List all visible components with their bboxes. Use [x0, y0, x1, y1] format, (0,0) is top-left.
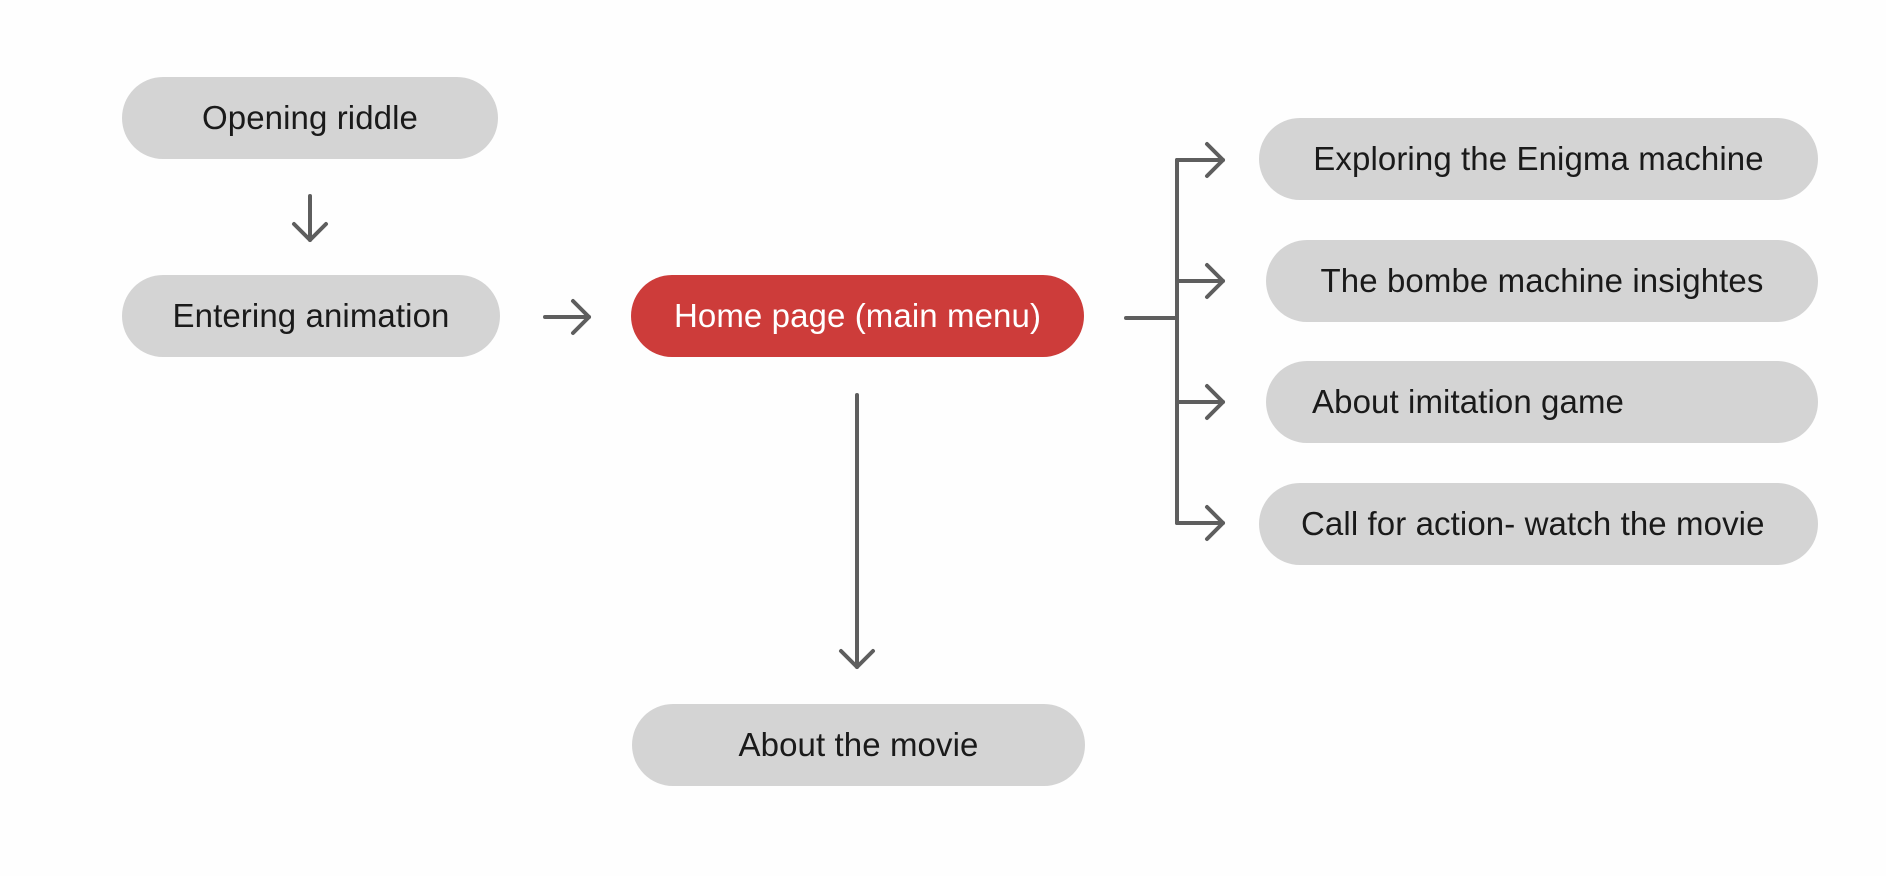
branch-connector	[1124, 158, 1179, 525]
node-bombe: The bombe machine insightes	[1266, 240, 1818, 322]
arrow-to-bombe	[1175, 263, 1225, 299]
arrow-entering-to-home	[543, 299, 591, 335]
node-opening-riddle: Opening riddle	[122, 77, 498, 159]
node-label: Entering animation	[172, 297, 450, 334]
arrow-opening-to-entering	[292, 194, 328, 242]
node-entering-animation: Entering animation	[122, 275, 500, 357]
node-imitation-game: About imitation game	[1266, 361, 1818, 443]
arrow-home-to-movie	[839, 393, 875, 669]
node-home-page: Home page (main menu)	[631, 275, 1084, 357]
arrow-to-cta	[1175, 505, 1225, 541]
node-about-movie: About the movie	[632, 704, 1085, 786]
node-label: Home page (main menu)	[673, 297, 1042, 334]
node-label: The bombe machine insightes	[1320, 262, 1764, 299]
arrow-to-imitation	[1175, 384, 1225, 420]
node-label: Exploring the Enigma machine	[1313, 140, 1764, 177]
node-enigma: Exploring the Enigma machine	[1259, 118, 1818, 200]
node-label: Opening riddle	[201, 99, 419, 136]
node-label: About the movie	[738, 726, 979, 763]
node-label: Call for action- watch the movie	[1301, 505, 1765, 542]
node-label: About imitation game	[1312, 383, 1625, 420]
node-call-to-action: Call for action- watch the movie	[1259, 483, 1818, 565]
arrow-to-enigma	[1175, 142, 1225, 178]
